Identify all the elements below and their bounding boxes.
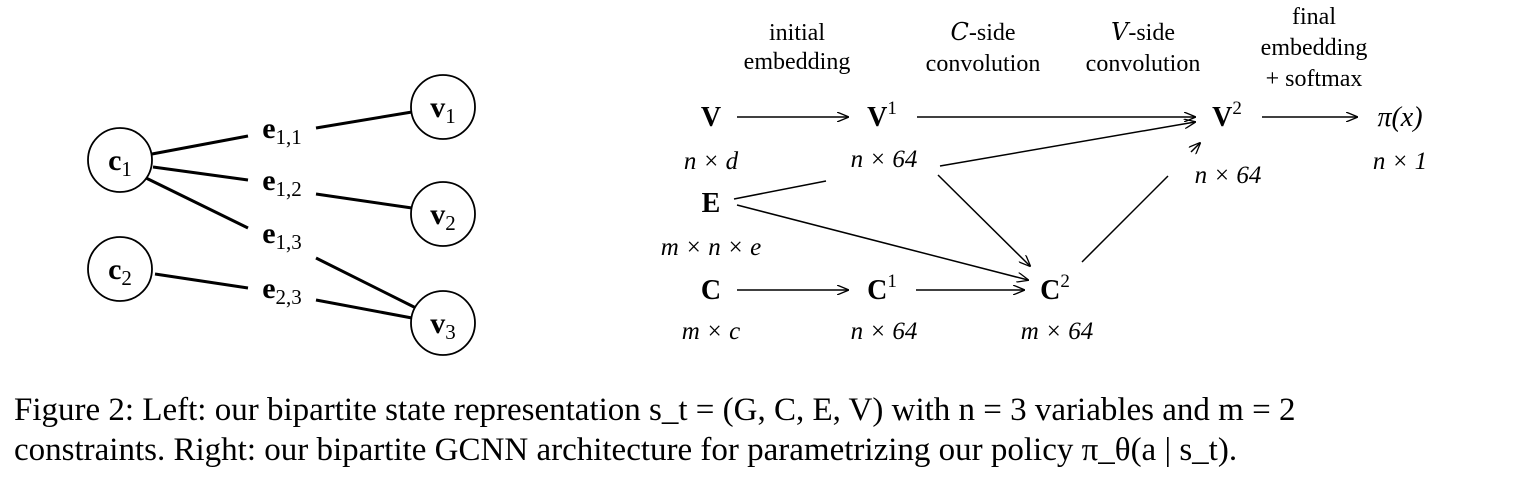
figure-caption: Figure 2: Left: our bipartite state repr… xyxy=(14,390,1519,470)
edge-line-e11-v1 xyxy=(315,110,413,130)
svg-text:c1: c1 xyxy=(108,144,132,181)
arch-node-V2: V2 xyxy=(1212,98,1242,133)
variable-node-v3: v3 xyxy=(410,290,476,356)
arch-dim-pi: n × 1 xyxy=(1373,148,1427,175)
node-sub: 2 xyxy=(445,211,456,235)
arrow-E-to-C2 xyxy=(736,204,1028,280)
node-base: v xyxy=(430,91,445,124)
node-base: c xyxy=(108,144,121,177)
svg-text:C-side: C-side xyxy=(950,18,1015,46)
edge-line-c1-e13 xyxy=(145,176,249,230)
svg-text:+ softmax: + softmax xyxy=(1266,66,1363,92)
edge-label-e13: e1,3 xyxy=(262,217,302,254)
edge-label-e23: e2,3 xyxy=(262,272,302,309)
header-v-side-convolution: V-side convolution xyxy=(1086,18,1201,77)
svg-text:convolution: convolution xyxy=(1086,51,1201,77)
arch-node-pi: π(x) xyxy=(1377,102,1422,133)
edge-label-e11: e1,1 xyxy=(262,112,302,149)
arch-node-V1: V1 xyxy=(867,98,897,133)
arch-dim-V2: n × 64 xyxy=(1195,162,1262,189)
gcnn-architecture: initial embedding C-side convolution V-s… xyxy=(661,4,1427,345)
edge-line-e23-v3 xyxy=(315,298,413,320)
svg-text:V-side: V-side xyxy=(1111,18,1175,46)
edge-line-e12-v2 xyxy=(315,192,413,210)
arch-node-C: C xyxy=(701,275,721,306)
svg-text:v2: v2 xyxy=(430,198,456,235)
variable-node-v1: v1 xyxy=(410,74,476,140)
arch-dim-V: n × d xyxy=(684,148,739,175)
arch-dim-V1: n × 64 xyxy=(851,146,918,173)
edge-line-c2-e23 xyxy=(154,272,249,290)
edge-lines xyxy=(145,110,421,320)
svg-text:convolution: convolution xyxy=(926,51,1041,77)
edge-line-c1-e11 xyxy=(151,134,249,156)
arch-dim-C2: m × 64 xyxy=(1021,318,1093,345)
header-initial-embedding: initial embedding xyxy=(744,20,851,75)
arch-node-E: E xyxy=(702,188,721,219)
constraint-node-c1: c1 xyxy=(87,127,153,193)
header-c-side-convolution: C-side convolution xyxy=(926,18,1041,77)
edge-line-c1-e12 xyxy=(152,165,249,182)
arch-dim-C: m × c xyxy=(682,318,741,345)
figure-diagram: c1 c2 v1 v2 v3 e1,1 e1,2 e1,3 e2,3 initi… xyxy=(87,4,1427,356)
node-sub: 1 xyxy=(445,104,456,128)
header-final-embedding-softmax: final embedding + softmax xyxy=(1261,4,1368,92)
node-base: v xyxy=(430,198,445,231)
node-sub: 2 xyxy=(121,266,132,290)
caption-line-1: Figure 2: Left: our bipartite state repr… xyxy=(14,392,1296,428)
arch-dim-C1: n × 64 xyxy=(851,318,918,345)
architecture-arrows xyxy=(733,117,1357,290)
edge-label-e12: e1,2 xyxy=(262,164,302,201)
line-E-to-V1-dims xyxy=(733,180,827,200)
line-C2-to-V2-dims xyxy=(1081,175,1169,263)
bipartite-graph: c1 c2 v1 v2 v3 e1,1 e1,2 e1,3 e2,3 xyxy=(87,74,476,356)
svg-text:final: final xyxy=(1292,4,1336,30)
svg-text:v1: v1 xyxy=(430,91,456,128)
variable-node-v2: v2 xyxy=(410,181,476,247)
arch-node-V: V xyxy=(701,102,721,133)
svg-text:embedding: embedding xyxy=(744,49,851,75)
arrow-into-V2 xyxy=(1191,143,1200,152)
svg-text:embedding: embedding xyxy=(1261,35,1368,61)
svg-text:c2: c2 xyxy=(108,253,132,290)
arrow-V1-dims-to-V2 xyxy=(939,122,1195,167)
node-base: c xyxy=(108,253,121,286)
edge-line-e13-v3 xyxy=(315,256,421,312)
node-sub: 3 xyxy=(445,320,456,344)
arrow-V1-to-C2 xyxy=(937,174,1030,266)
arch-dim-E: m × n × e xyxy=(661,234,761,261)
arch-node-C1: C1 xyxy=(867,271,897,306)
svg-text:initial: initial xyxy=(769,20,825,46)
caption-line-2: constraints. Right: our bipartite GCNN a… xyxy=(14,432,1238,468)
node-sub: 1 xyxy=(121,157,132,181)
svg-text:v3: v3 xyxy=(430,307,456,344)
arch-node-C2: C2 xyxy=(1040,271,1070,306)
node-base: v xyxy=(430,307,445,340)
constraint-node-c2: c2 xyxy=(87,236,153,302)
